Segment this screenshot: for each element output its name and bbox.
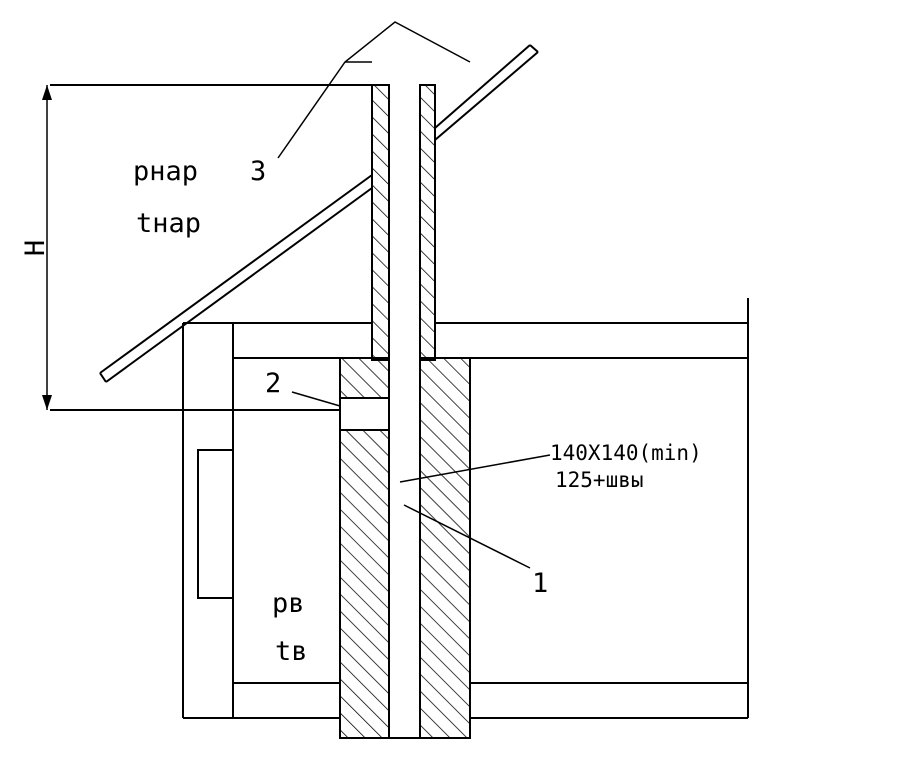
chimney-masonry-upper (371, 84, 436, 361)
label-t-outside: tнар (136, 208, 201, 239)
window (197, 449, 234, 599)
label-1: 1 (532, 568, 548, 599)
outside-zone-outline (50, 84, 372, 411)
duct-channel (340, 85, 470, 739)
label-p-outside: pнар (133, 156, 198, 187)
leader-lines (277, 21, 551, 569)
label-height: H (20, 240, 51, 256)
duct-masonry-lower (339, 357, 471, 739)
label-size-line2: 125+швы (555, 468, 644, 492)
label-size-line1: 140X140(min) (550, 441, 702, 465)
label-3: 3 (250, 156, 266, 187)
exterior-wall-left (182, 323, 234, 718)
roof-slab (99, 44, 539, 383)
label-p-inside: pв (272, 588, 305, 619)
label-t-inside: tв (275, 636, 308, 667)
label-2: 2 (265, 368, 281, 399)
ceiling-slab (183, 322, 748, 359)
floor-slab (183, 682, 748, 719)
grille-opening (339, 397, 390, 431)
height-dimension (42, 85, 52, 410)
